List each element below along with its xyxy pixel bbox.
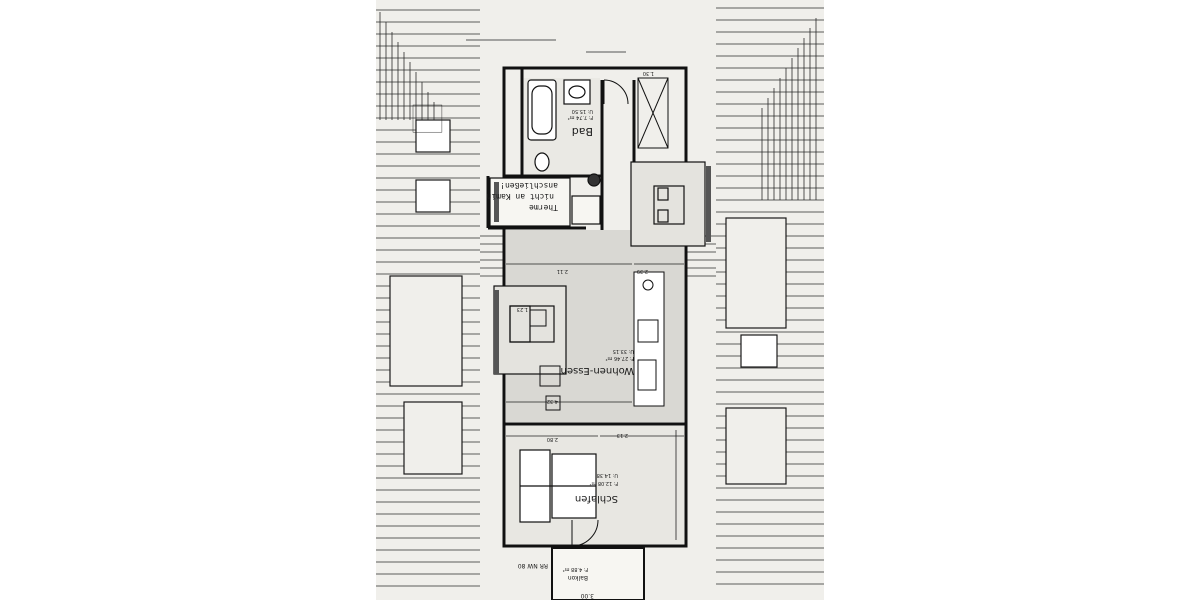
balcony-dim: 3.00: [580, 592, 594, 599]
boiler-box: [489, 173, 601, 227]
dim-entry: 1.30: [643, 70, 654, 76]
floor-plan-sheet: Bad F: 7.74 m² U: 15.50 Therme nicht an …: [376, 0, 824, 600]
bath-u: U: 15.50: [572, 108, 593, 114]
sink: [563, 79, 591, 105]
bath-door: [603, 79, 629, 105]
bathtub: [527, 79, 557, 141]
dim-top: 1.23: [517, 306, 528, 312]
balcony: [551, 547, 645, 600]
window-frames: [494, 166, 711, 374]
living-u: U: 33.15: [613, 348, 634, 354]
living-label: Wohnen-Essen: [561, 365, 634, 376]
floor-plan-drawing: Bad F: 7.74 m² U: 15.50 Therme nicht an …: [376, 7, 824, 600]
bedroom-u: U: 14.38: [597, 472, 618, 478]
bath-label: Bad: [572, 125, 593, 138]
balcony-label: Balkon: [568, 574, 588, 581]
dimension-lines: [466, 39, 684, 540]
fireplace-note-2: nicht an Kamin: [486, 192, 554, 201]
skylights-left: [389, 104, 463, 475]
bed: [519, 449, 597, 523]
stair-shaft: [637, 77, 669, 149]
kitchen-counter: [633, 271, 665, 407]
dim-living-right: 2.39: [637, 268, 648, 274]
fireplace-note-1: Therme: [529, 203, 558, 212]
skylights-right: [725, 217, 787, 485]
labels-rotated: Bad F: 7.74 m² U: 15.50 Therme nicht an …: [486, 70, 654, 599]
dim-living-length: 4.32: [547, 398, 558, 404]
dining-table: [630, 161, 706, 247]
stair-note: RR NW 80: [518, 562, 548, 569]
bedroom-label: Schlafen: [575, 493, 618, 504]
bedroom-area: F: 12.08 m²: [589, 480, 618, 486]
dim-bed-left: 2.80: [547, 436, 558, 442]
dim-bed-right: 2.13: [617, 432, 628, 438]
bath-area: F: 7.74 m²: [568, 114, 593, 120]
sofa: [493, 285, 567, 375]
balcony-area: F: 4.88 m²: [563, 566, 588, 572]
bedroom-door: [571, 519, 599, 547]
living-area: F: 27.46 m²: [605, 355, 634, 361]
dim-living-left: 2.11: [557, 268, 568, 274]
fireplace-note-3: anschließen!: [500, 181, 558, 190]
small-tables: [529, 309, 561, 411]
